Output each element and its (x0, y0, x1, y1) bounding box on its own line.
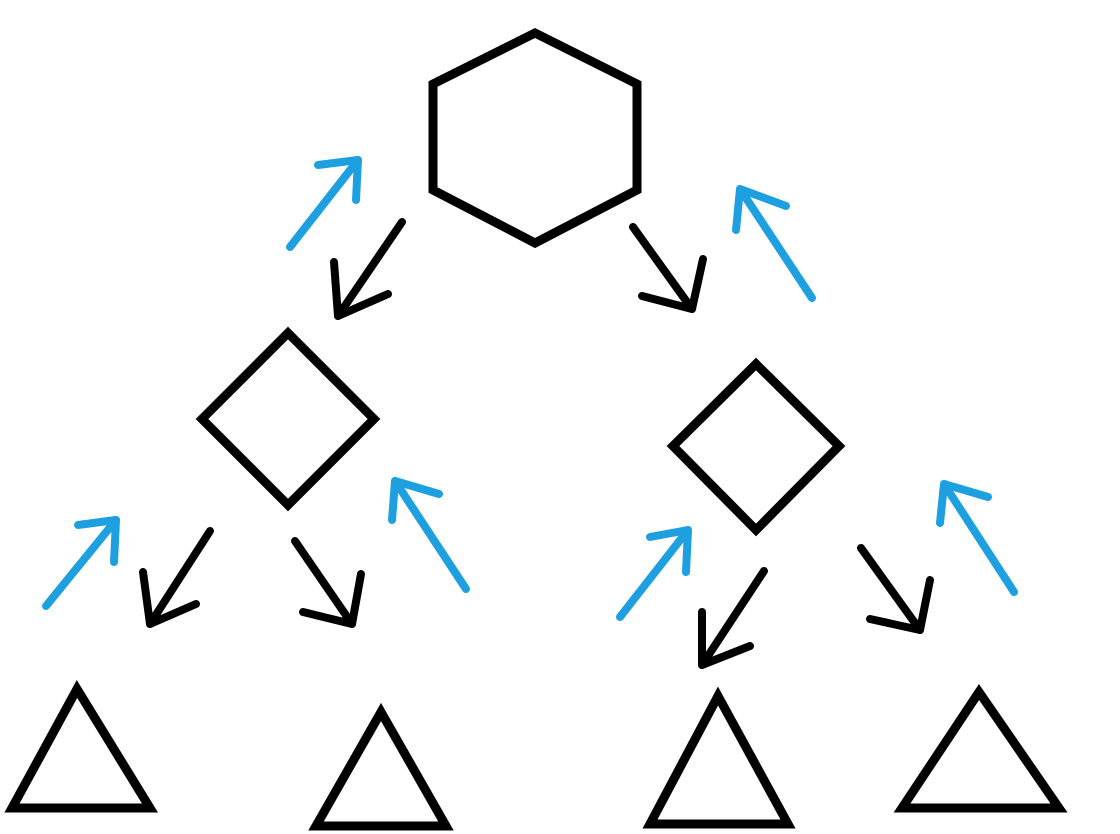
triangle-leaf-3 (642, 686, 796, 829)
up-arrow-leaf-4-to-right (936, 480, 1018, 596)
diamond-right-node (666, 357, 846, 537)
up-arrow-left-to-root (286, 156, 362, 251)
hexagon-root-node (428, 27, 642, 249)
down-arrow-root-to-right (629, 223, 707, 313)
down-arrow-left-to-leaf-2 (291, 537, 365, 628)
triangle-leaf-1 (4, 680, 159, 813)
triangle-leaf-2 (308, 702, 454, 831)
diamond-left-node (195, 326, 381, 512)
down-arrow-root-to-left (330, 218, 406, 320)
up-arrow-right-to-root (732, 185, 816, 302)
down-arrow-right-to-leaf-4 (857, 544, 934, 634)
down-arrow-right-to-leaf-3 (698, 567, 768, 669)
up-arrow-leaf-3-to-right (616, 526, 692, 621)
up-arrow-leaf-1-to-left (42, 516, 120, 610)
down-arrow-left-to-leaf-1 (139, 527, 214, 628)
triangle-leaf-4 (893, 683, 1068, 813)
up-arrow-leaf-2-to-left (388, 477, 470, 593)
